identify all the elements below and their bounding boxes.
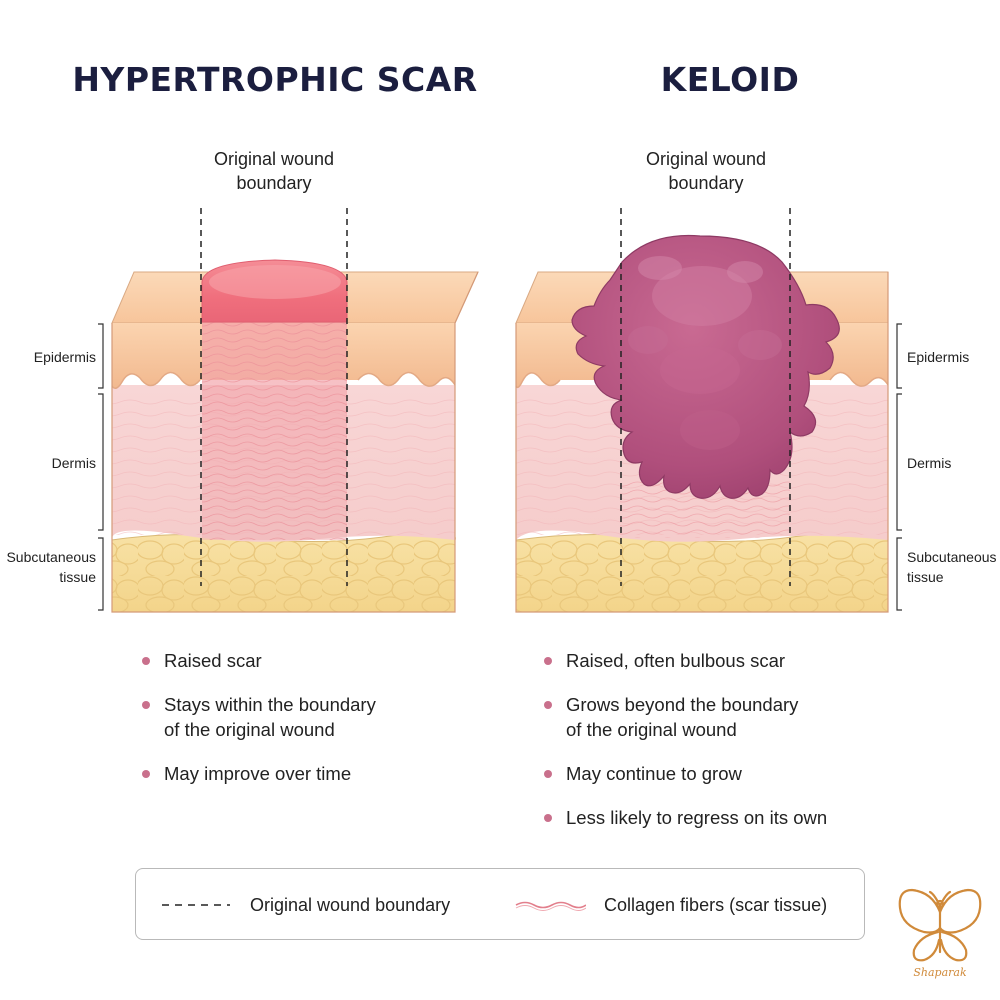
legend: Original wound boundary Collagen fibers … [135,868,865,940]
epidermis-label-left: Epidermis [33,349,96,365]
bullet-dot [544,701,552,709]
legend-label-fibers: Collagen fibers (scar tissue) [604,894,828,915]
wavy-fiber-icon [515,901,586,911]
bullet-dot [142,770,150,778]
dashed-line-icon [162,904,230,906]
subcutaneous-label-left: Subcutaneous tissue [6,549,96,585]
right-layer-brackets [896,323,902,611]
bullet-dot [142,657,150,665]
list-item: Less likely to regress on its own [542,805,882,830]
epidermis-label-right: Epidermis [907,349,970,365]
wound-boundary-caption-left: Original wound boundary [213,149,335,193]
skin-cross-section-diagram [98,208,902,613]
dermis-label-right: Dermis [907,455,952,471]
list-item: Raised scar [140,648,470,673]
bullet-dot [142,701,150,709]
legend-item-fibers: Collagen fibers (scar tissue) [514,869,827,941]
hypertrophic-scar-title: HYPERTROPHIC SCAR [72,60,478,99]
legend-label-boundary: Original wound boundary [250,894,451,915]
dermis-label-left: Dermis [51,455,96,471]
bullet-dot [544,657,552,665]
hypertrophic-skin-block [111,208,479,613]
subcutaneous-label-right: Subcutaneous tissue [907,549,997,585]
keloid-skin-block [515,208,889,613]
list-item: Raised, often bulbous scar [542,648,882,673]
list-item: May improve over time [140,761,470,786]
legend-item-boundary: Original wound boundary [160,869,450,941]
wound-boundary-caption-right: Original wound boundary [645,149,767,193]
list-item: May continue to grow [542,761,882,786]
left-layer-brackets [98,323,104,611]
keloid-features-list: Raised, often bulbous scar Grows beyond … [542,648,882,849]
bullet-dot [544,814,552,822]
keloid-title: KELOID [660,60,800,99]
butterfly-logo-icon [898,888,982,962]
logo-wordmark: Shaparak [913,966,967,979]
bullet-dot [544,770,552,778]
